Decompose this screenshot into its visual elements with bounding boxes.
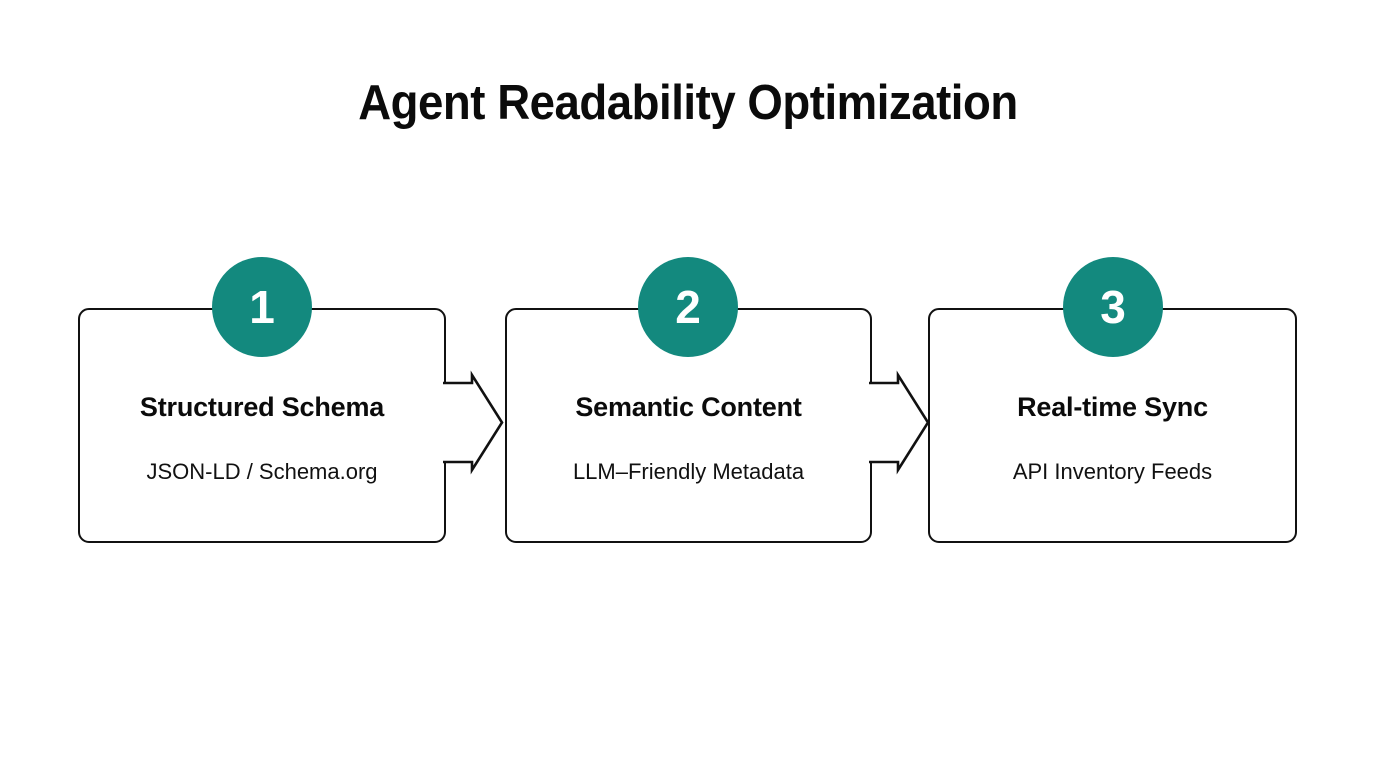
step-badge-2: 2: [638, 257, 738, 357]
step-card-2-subtitle: LLM–Friendly Metadata: [572, 459, 805, 484]
page-title: Agent Readability Optimization: [358, 76, 1018, 130]
step-badge-1: 1: [212, 257, 312, 357]
right-block-arrow-icon: [869, 370, 930, 475]
step-card-2-title: Semantic Content: [575, 392, 802, 422]
connector-arrow-2: [868, 370, 932, 475]
right-block-arrow-icon: [443, 370, 504, 475]
step-card-3-subtitle: API Inventory Feeds: [1012, 459, 1213, 484]
step-card-1-title: Structured Schema: [139, 392, 385, 422]
step-card-1-subtitle: JSON-LD / Schema.org: [146, 459, 378, 484]
step-badge-3: 3: [1063, 257, 1163, 357]
connector-arrow-1: [442, 370, 506, 475]
step-card-3-title: Real-time Sync: [1017, 392, 1208, 422]
